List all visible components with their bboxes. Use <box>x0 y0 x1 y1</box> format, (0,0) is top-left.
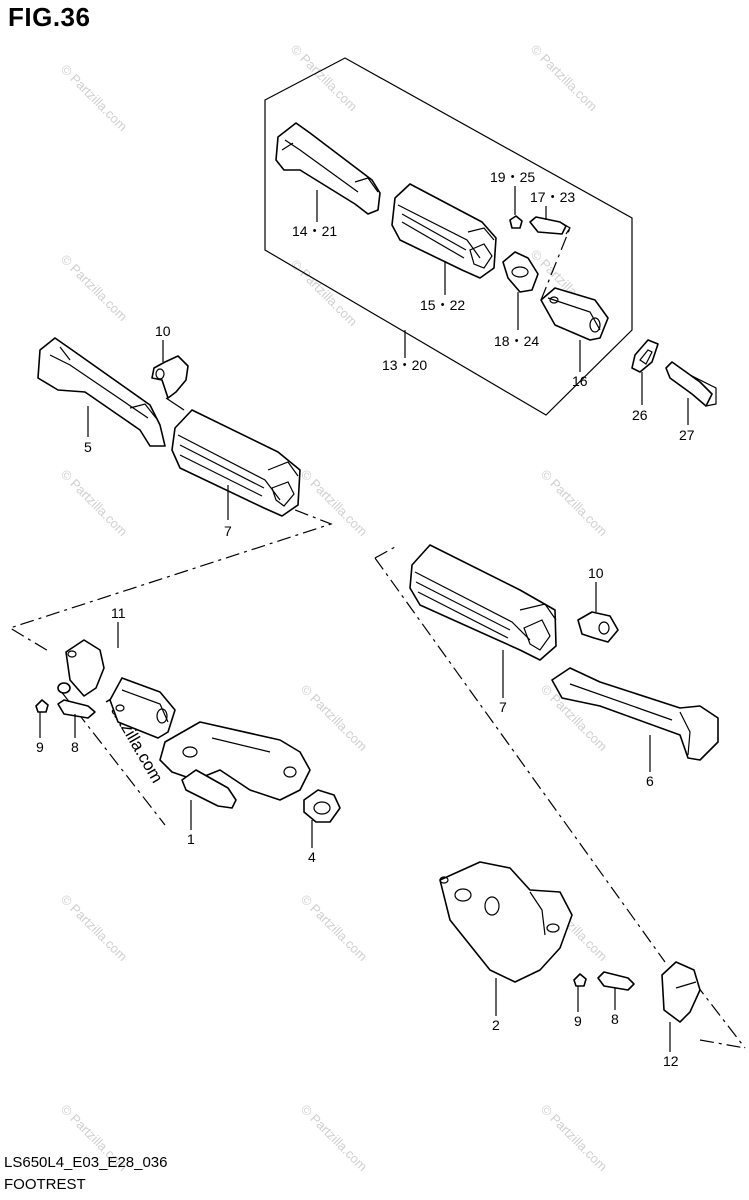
watermark: © Partzilla.com <box>538 467 611 540</box>
watermark: © Partzilla.com <box>298 682 371 755</box>
callout-10-upper: 10 <box>155 323 171 339</box>
watermark: © Partzilla.com <box>58 62 131 135</box>
watermark: © Partzilla.com <box>58 467 131 540</box>
bracket-16 <box>540 287 609 341</box>
diagram-name: FOOTREST <box>4 1176 86 1193</box>
callout-14-21: 14・21 <box>292 223 337 239</box>
watermark: © Partzilla.com <box>58 892 131 965</box>
diagram-code: LS650L4_E03_E28_036 <box>4 1154 168 1171</box>
figure-title: FIG.36 <box>8 2 91 32</box>
callout-13-20: 13・20 <box>382 357 427 373</box>
callout-19-25: 19・25 <box>490 169 535 185</box>
callout-9-left: 9 <box>36 739 44 755</box>
callout-4: 4 <box>308 849 316 865</box>
callout-6: 6 <box>646 773 654 789</box>
footrest-bar-14-21 <box>275 122 381 215</box>
callout-16: 16 <box>572 373 588 389</box>
callout-17-23: 17・23 <box>530 189 575 205</box>
footpeg-bracket-1 <box>159 721 311 809</box>
leader-lines <box>39 186 689 1052</box>
callout-5: 5 <box>84 439 92 455</box>
collar-4 <box>303 789 341 823</box>
nut-9-right <box>573 973 587 987</box>
bolt-8-left <box>57 699 96 719</box>
watermark: © Partzilla.com <box>538 1102 611 1175</box>
watermark: © Partzilla.com <box>528 42 601 115</box>
callout-18-24: 18・24 <box>494 333 539 349</box>
watermark: © Partzilla.com <box>298 892 371 965</box>
washer-small-left <box>57 682 71 694</box>
watermark: © Partzilla.com <box>58 252 131 325</box>
footrest-rubber-7-upper <box>171 409 301 517</box>
bolt-17-23 <box>529 216 571 235</box>
bolt-8-right <box>597 971 635 991</box>
footrest-bar-5 <box>37 337 166 447</box>
callout-1: 1 <box>187 831 195 847</box>
footrest-rubber-15-22 <box>391 183 497 279</box>
callout-8-right: 8 <box>611 1011 619 1027</box>
callout-labels: 14・21 19・25 17・23 15・22 18・24 13・20 16 1… <box>36 169 695 1069</box>
plate-18-24 <box>502 251 539 293</box>
callout-8-left: 8 <box>71 739 79 755</box>
bolt-27 <box>665 361 717 407</box>
footrest-bar-6 <box>551 667 719 761</box>
washer-26 <box>631 339 659 373</box>
callout-2: 2 <box>492 1017 500 1033</box>
callout-7-upper: 7 <box>224 523 232 539</box>
bracket-10-lower <box>577 611 619 643</box>
callout-7-lower: 7 <box>499 699 507 715</box>
callout-27: 27 <box>679 427 695 443</box>
callout-9-right: 9 <box>574 1013 582 1029</box>
plate-11 <box>65 639 105 697</box>
callout-12: 12 <box>663 1053 679 1069</box>
watermark: © Partzilla.com <box>298 1102 371 1175</box>
bracket-10-upper <box>151 355 189 411</box>
footrest-rubber-7-lower <box>409 544 557 661</box>
watermark: © Partzilla.com <box>298 467 371 540</box>
callout-15-22: 15・22 <box>420 297 465 313</box>
watermark: © Partzilla.com <box>288 257 361 330</box>
footpeg-bracket-2 <box>439 861 573 983</box>
callout-10-lower: 10 <box>588 565 604 581</box>
nut-19-25 <box>509 215 523 229</box>
plate-12 <box>661 961 701 1023</box>
assembly-group-outline <box>264 57 633 416</box>
callout-11: 11 <box>111 605 126 621</box>
assembly-guide-lines <box>8 227 746 1049</box>
bracket-block-left <box>109 677 176 739</box>
watermark: © Partzilla.com <box>288 42 361 115</box>
nut-9-left <box>35 699 49 713</box>
callout-26: 26 <box>632 407 648 423</box>
